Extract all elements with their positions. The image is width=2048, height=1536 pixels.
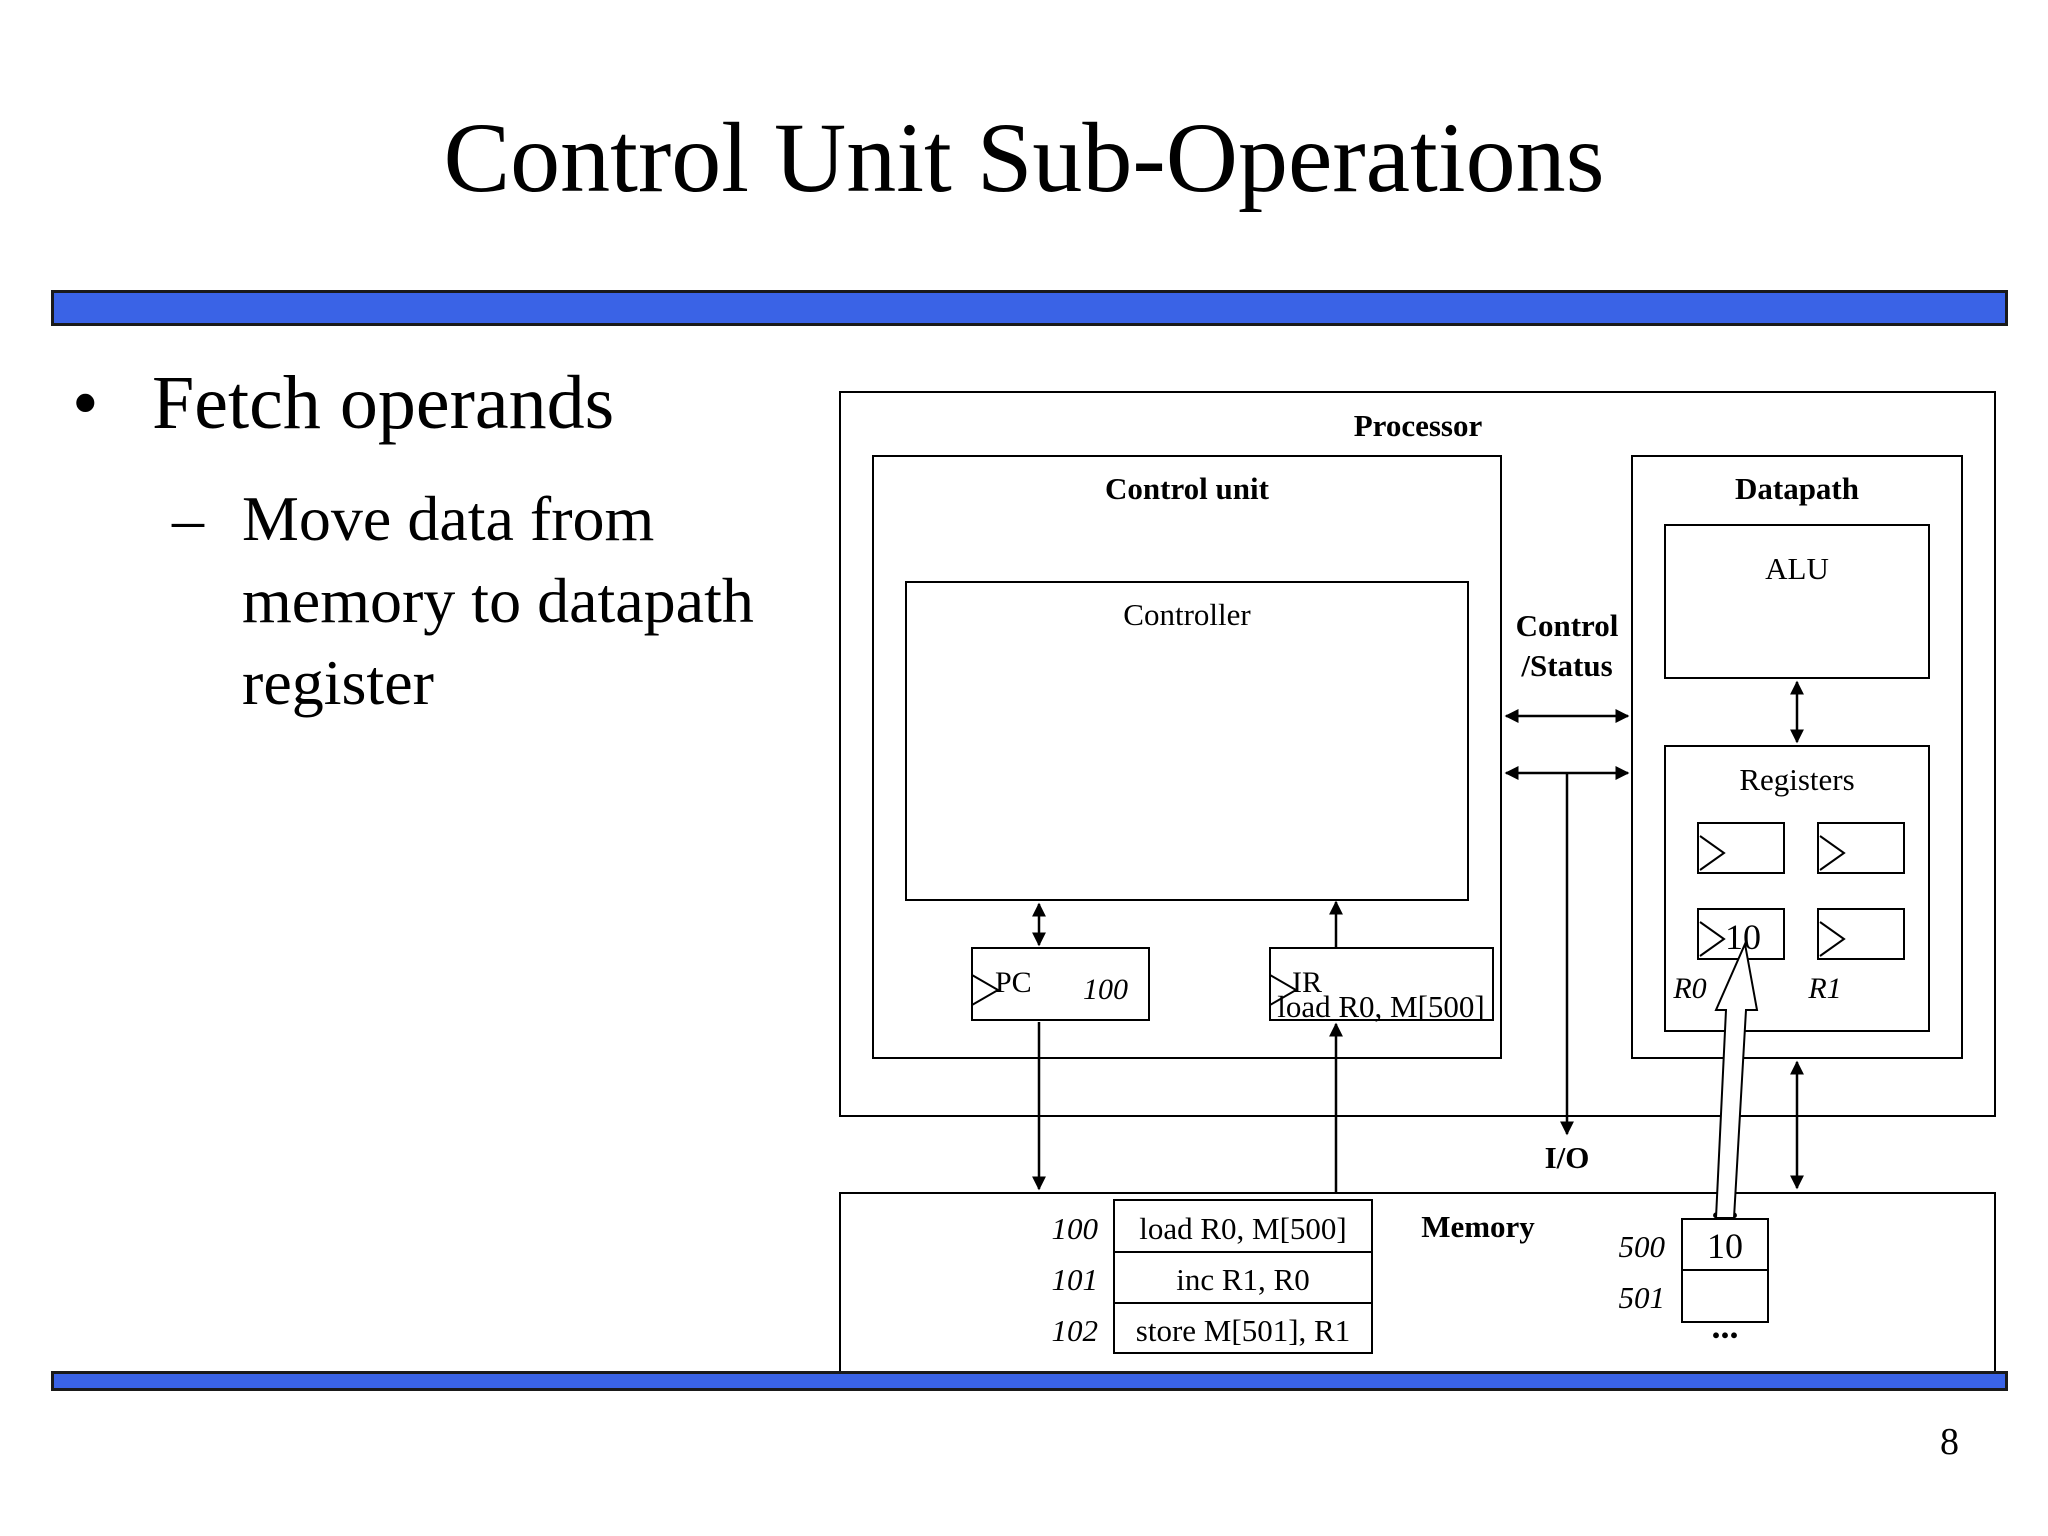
program-instruction: load R0, M[500] — [1139, 1211, 1347, 1246]
clock-triangle-icon — [1699, 835, 1726, 871]
processor-label: Processor — [1354, 408, 1483, 443]
bullet-symbol: • — [72, 361, 99, 445]
slide-title: Control Unit Sub-Operations — [443, 102, 1605, 213]
clock-triangle-icon — [1699, 921, 1726, 957]
clock-triangle-icon — [971, 974, 1001, 1006]
datapath-label: Datapath — [1735, 471, 1859, 506]
program-address: 100 — [1052, 1211, 1099, 1246]
alu-box — [1664, 524, 1930, 679]
bullet-text: Fetch operands — [152, 361, 615, 445]
datapath-box — [1631, 455, 1963, 1059]
clock-triangle-icon — [1819, 921, 1846, 957]
bottom-accent-bar — [51, 1371, 2008, 1391]
control-unit-label: Control unit — [1105, 471, 1270, 506]
clock-triangle-icon — [1269, 974, 1299, 1006]
memory-box — [839, 1192, 1996, 1376]
sub-bullet-line-1: Move data from — [242, 483, 655, 554]
register-cell — [1817, 822, 1905, 874]
ir-label: IR — [1292, 966, 1322, 999]
register-r1-label: R1 — [1807, 972, 1841, 1005]
control-status-label-2: /Status — [1520, 648, 1612, 683]
data-value: 10 — [1707, 1226, 1743, 1266]
memory-ellipsis-bottom: ... — [1712, 1306, 1739, 1346]
top-accent-bar — [51, 290, 2008, 326]
sub-bullet-line-2: memory to datapath — [242, 565, 754, 636]
processor-box — [839, 391, 1996, 1117]
program-memory-table — [1113, 1199, 1373, 1354]
clock-triangle-icon — [1819, 835, 1846, 871]
data-transfer-arrow — [1714, 940, 1759, 1219]
register-r1 — [1817, 908, 1905, 960]
data-address: 501 — [1619, 1280, 1666, 1315]
sub-bullet: – Move data from memory to datapath regi… — [172, 478, 812, 724]
page-number: 8 — [1940, 1421, 1959, 1463]
register-r0-label: R0 — [1672, 972, 1706, 1005]
sub-bullet-dash: – — [172, 483, 204, 554]
pc-label: PC — [995, 966, 1032, 999]
program-instruction: store M[501], R1 — [1136, 1313, 1350, 1348]
program-instruction: inc R1, R0 — [1176, 1262, 1309, 1297]
ir-value: load R0, M[500] — [1277, 989, 1485, 1024]
program-address: 101 — [1052, 1262, 1099, 1297]
alu-label: ALU — [1765, 551, 1829, 586]
io-label: I/O — [1545, 1140, 1590, 1175]
bullet-item: •Fetch operands — [72, 365, 614, 441]
controller-label: Controller — [1123, 597, 1251, 632]
register-cell — [1697, 822, 1785, 874]
controller-box — [905, 581, 1469, 901]
ir-register — [1269, 947, 1494, 1021]
registers-box — [1664, 745, 1930, 1032]
pc-register — [971, 947, 1150, 1021]
program-address: 102 — [1052, 1313, 1099, 1348]
data-address: 500 — [1619, 1229, 1666, 1264]
memory-label: Memory — [1421, 1209, 1535, 1244]
sub-bullet-line-3: register — [242, 647, 434, 718]
control-status-label-1: Control — [1516, 608, 1619, 643]
control-unit-box — [872, 455, 1502, 1059]
pc-value: 100 — [1083, 973, 1128, 1006]
registers-label: Registers — [1739, 762, 1854, 797]
